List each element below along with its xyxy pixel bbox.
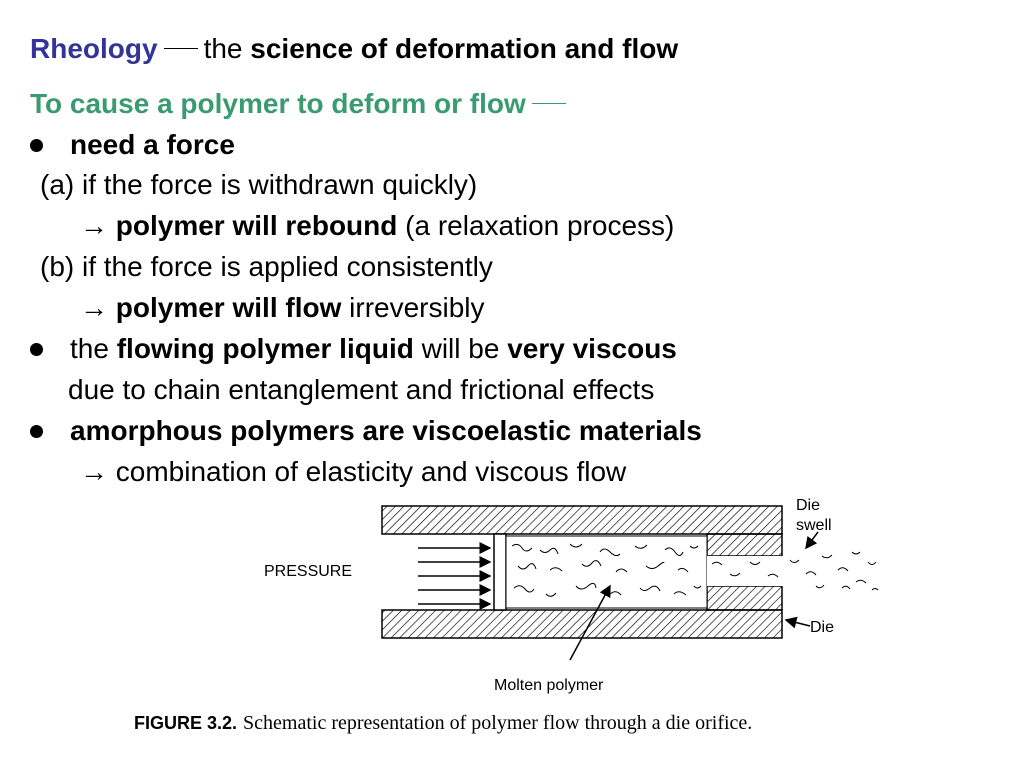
- bullet-2-mid: will be: [421, 333, 500, 364]
- subtitle-text: To cause a polymer to deform or flow: [30, 88, 526, 119]
- label-die-swell-1: Die: [796, 497, 820, 514]
- bullet-2-pre: the: [70, 333, 109, 364]
- title-term: Rheology: [30, 33, 158, 64]
- title-the: the: [203, 33, 243, 64]
- case-a-result: → polymer will rebound (a relaxation pro…: [80, 209, 674, 243]
- die-leader: [784, 616, 811, 629]
- case-b-line: (b) if the force is applied consistently: [40, 251, 493, 282]
- bullet-dot-3: [30, 425, 43, 438]
- bullet-2-bold2: very viscous: [507, 333, 677, 364]
- subtitle-dash: [531, 103, 566, 105]
- extrudate: [707, 546, 882, 598]
- polymer-texture: [511, 543, 702, 597]
- arrow-icon: →: [80, 210, 108, 241]
- barrel-top-wall: [381, 505, 783, 535]
- label-die-swell-2: swell: [796, 517, 832, 534]
- die-block-bottom: [706, 585, 783, 611]
- title-dash: [163, 48, 198, 50]
- extrudate-texture: [711, 551, 879, 591]
- case-a-result-rest: (a relaxation process): [405, 210, 675, 241]
- barrel-bottom-wall: [381, 609, 783, 639]
- figure-caption: FIGURE 3.2.Schematic representation of p…: [134, 712, 752, 735]
- title-definition: science of deformation and flow: [250, 33, 679, 64]
- bullet-2: the flowing polymer liquid will be very …: [70, 332, 677, 366]
- pressure-arrows: [418, 542, 492, 610]
- bullet-2-bold1: flowing polymer liquid: [116, 333, 414, 364]
- slide-subtitle: To cause a polymer to deform or flow: [30, 87, 572, 121]
- slide-title: Rheology the science of deformation and f…: [30, 32, 678, 66]
- bullet-1: need a force: [70, 129, 235, 160]
- bullet-3-result-text: combination of elasticity and viscous fl…: [115, 456, 627, 487]
- case-a-line: (a) if the force is withdrawn quickly): [40, 169, 478, 200]
- figure-number: FIGURE 3.2.: [134, 713, 238, 733]
- case-a-result-bold: polymer will rebound: [115, 210, 398, 241]
- die-flow-diagram: PRESSURE Die swell Die Molten polymer: [264, 497, 882, 694]
- case-b-result-rest: irreversibly: [349, 292, 485, 323]
- arrow-icon: →: [80, 292, 108, 323]
- figure-caption-text: Schematic representation of polymer flow…: [243, 712, 753, 734]
- molten-polymer-region: [505, 535, 708, 609]
- molten-leader: [569, 584, 611, 661]
- label-molten-polymer: Molten polymer: [494, 677, 604, 694]
- piston: [493, 533, 507, 611]
- bullet-3: amorphous polymers are viscoelastic mate…: [70, 415, 702, 446]
- case-b-result-bold: polymer will flow: [115, 292, 342, 323]
- arrow-icon: →: [80, 456, 108, 487]
- case-b-result: → polymer will flow irreversibly: [80, 291, 485, 325]
- die-swell-leader: [805, 531, 819, 550]
- bullet-2-continued: due to chain entanglement and frictional…: [68, 374, 655, 405]
- die-block-top: [706, 533, 783, 557]
- label-die: Die: [810, 619, 834, 636]
- bullet-dot-2: [30, 343, 43, 356]
- bullet-dot-1: [30, 139, 43, 152]
- label-pressure: PRESSURE: [264, 563, 352, 580]
- bullet-3-result: → combination of elasticity and viscous …: [80, 455, 626, 489]
